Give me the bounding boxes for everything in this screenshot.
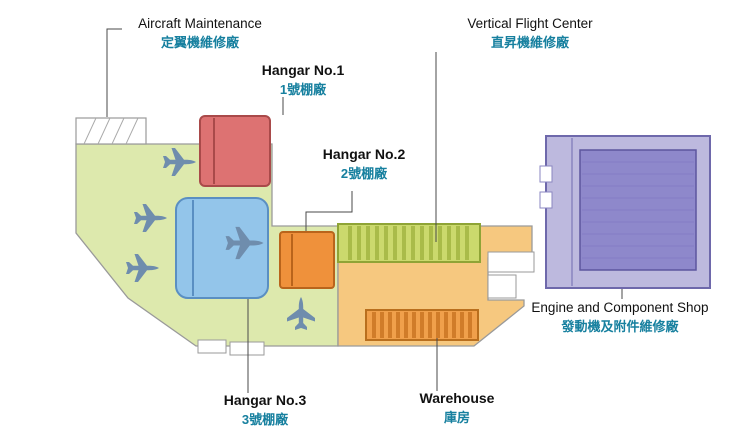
hangar3-building bbox=[175, 197, 269, 299]
vertical-flight-center-stripes bbox=[348, 226, 469, 260]
label-hangar3: Hangar No.3 3號棚廠 bbox=[214, 392, 316, 427]
leader-line-aircraft-maintenance bbox=[106, 28, 122, 117]
warehouse-stripes bbox=[372, 312, 472, 338]
label-engine-component-shop-zh: 發動機及附件維修廠 bbox=[561, 319, 679, 335]
label-hangar1-en: Hangar No.1 bbox=[261, 62, 345, 78]
engine-shop-rack-lines bbox=[582, 161, 694, 259]
label-warehouse: Warehouse 庫房 bbox=[406, 390, 508, 425]
label-engine-component-shop: Engine and Component Shop 發動機及附件維修廠 bbox=[512, 300, 728, 335]
label-hangar2-en: Hangar No.2 bbox=[322, 146, 406, 162]
dock-structure bbox=[229, 341, 265, 356]
label-aircraft-maintenance-zh: 定翼機維修廠 bbox=[160, 35, 239, 51]
label-engine-component-shop-en: Engine and Component Shop bbox=[531, 300, 709, 315]
hangar1-building bbox=[199, 115, 271, 187]
hatched-structure bbox=[75, 117, 147, 145]
label-vertical-flight-center-en: Vertical Flight Center bbox=[467, 16, 593, 31]
engine-shop-entry bbox=[539, 191, 553, 209]
engine-shop-entry bbox=[539, 165, 553, 183]
edge-structure bbox=[487, 274, 517, 299]
leader-line-hangar2 bbox=[305, 191, 353, 231]
hatch-lines bbox=[83, 117, 139, 145]
label-hangar2: Hangar No.2 2號棚廠 bbox=[312, 146, 416, 181]
edge-structure bbox=[487, 251, 535, 273]
hangar2-building bbox=[279, 231, 335, 289]
label-warehouse-en: Warehouse bbox=[419, 390, 495, 406]
label-hangar2-zh: 2號棚廠 bbox=[340, 165, 388, 181]
label-vertical-flight-center: Vertical Flight Center 直昇機維修廠 bbox=[446, 16, 614, 51]
label-hangar3-zh: 3號棚廠 bbox=[241, 411, 289, 427]
label-hangar3-en: Hangar No.3 bbox=[223, 392, 307, 408]
label-hangar1: Hangar No.1 1號棚廠 bbox=[250, 62, 356, 97]
label-aircraft-maintenance-en: Aircraft Maintenance bbox=[138, 16, 262, 31]
label-vertical-flight-center-zh: 直昇機維修廠 bbox=[490, 35, 569, 51]
label-hangar1-zh: 1號棚廠 bbox=[279, 81, 327, 97]
label-warehouse-zh: 庫房 bbox=[443, 409, 470, 425]
dock-structure bbox=[197, 339, 227, 354]
label-aircraft-maintenance: Aircraft Maintenance 定翼機維修廠 bbox=[118, 16, 282, 51]
